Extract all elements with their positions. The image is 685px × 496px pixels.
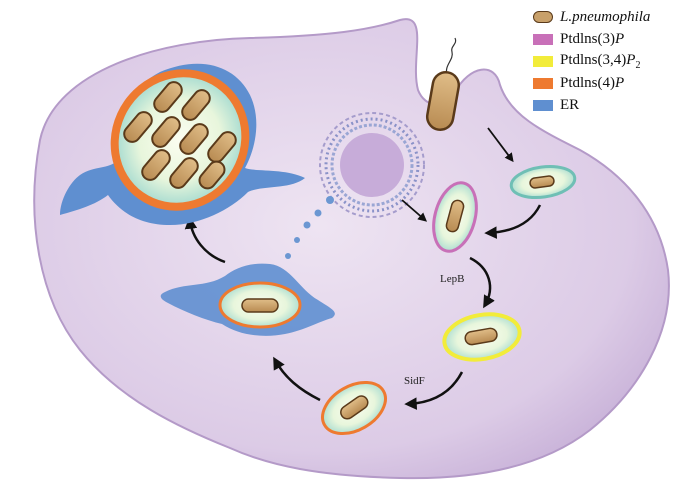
pi4p-swatch bbox=[533, 77, 553, 89]
bacterium-icon bbox=[533, 11, 553, 23]
er-recruiting-vacuole bbox=[160, 263, 335, 336]
pi34p2-vacuole bbox=[442, 312, 522, 362]
nucleus bbox=[319, 112, 425, 218]
legend-label-pi34p2-sub: 2 bbox=[635, 59, 641, 71]
legend-label-pi3p-suffix: P bbox=[615, 30, 625, 47]
pi3p-swatch bbox=[533, 33, 553, 45]
arrow-early-to-pi3p bbox=[484, 204, 542, 239]
legend: L.pneumophila Ptdlns(3)P Ptdlns(3,4)P2 P… bbox=[533, 6, 683, 116]
early-vacuole bbox=[509, 164, 577, 200]
replicative-vacuole bbox=[60, 63, 305, 225]
legend-label-er: ER bbox=[560, 96, 580, 113]
pi4p-vacuole bbox=[321, 380, 387, 436]
legend-item-lpneumophila: L.pneumophila bbox=[533, 6, 683, 28]
er-vesicles bbox=[285, 196, 334, 259]
pi34p2-swatch bbox=[533, 55, 553, 67]
pi3p-vacuole bbox=[432, 181, 478, 253]
arrow-pi3p-to-pi34p2 bbox=[469, 256, 495, 309]
label-sidf: SidF bbox=[404, 375, 425, 387]
replicating-bacteria bbox=[123, 81, 237, 190]
arrow-pi34p2-to-pi4p bbox=[404, 371, 464, 410]
legend-item-pi34p2: Ptdlns(3,4)P2 bbox=[533, 50, 683, 72]
label-lepb: LepB bbox=[440, 273, 464, 285]
legend-label-pi4p-suffix: P bbox=[615, 74, 625, 91]
legend-item-pi4p: Ptdlns(4)P bbox=[533, 72, 683, 94]
arrow-er-to-replicative bbox=[184, 216, 226, 264]
legend-item-er: ER bbox=[533, 94, 683, 116]
legend-label-lpneumophila: L.pneumophila bbox=[560, 8, 651, 25]
legend-label-pi34p2-suffix: P bbox=[626, 51, 636, 68]
legend-item-pi3p: Ptdlns(3)P bbox=[533, 28, 683, 50]
arrow-pi4p-to-er bbox=[273, 356, 321, 402]
arrow-nucleus-to-vacuole bbox=[401, 199, 428, 222]
arrow-entry bbox=[487, 127, 514, 163]
entering-bacterium bbox=[425, 37, 461, 132]
legend-label-pi3p: Ptdlns(3) bbox=[560, 30, 616, 47]
er-swatch bbox=[533, 99, 553, 111]
legend-label-pi4p: Ptdlns(4) bbox=[560, 74, 616, 91]
legend-label-pi34p2: Ptdlns(3,4) bbox=[560, 51, 627, 68]
